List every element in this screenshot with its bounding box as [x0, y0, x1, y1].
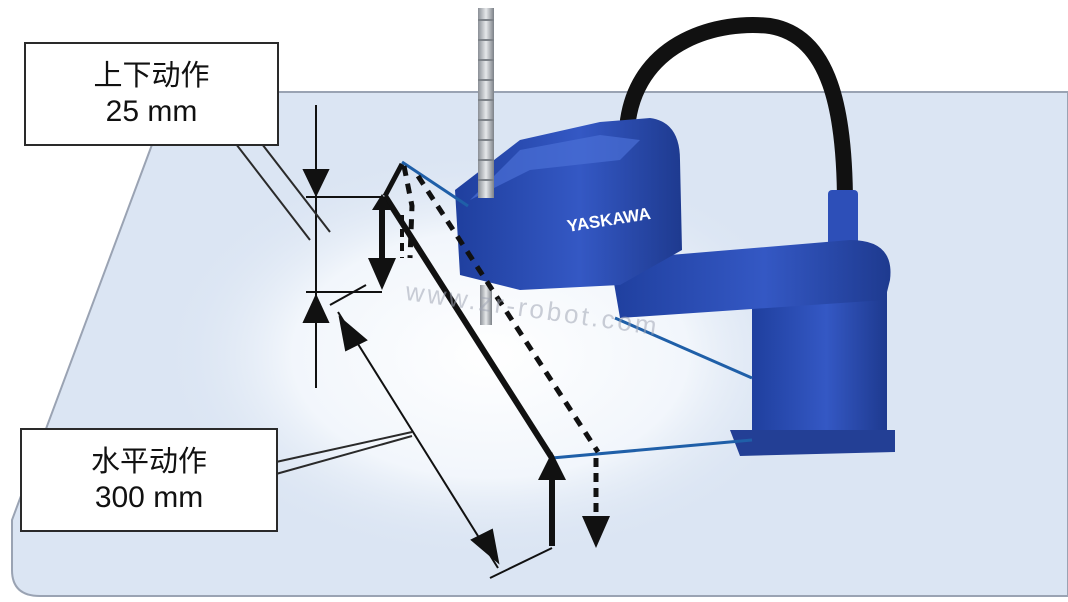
dimension-horizontal-300mm [329, 284, 553, 579]
vertical-motion-arrows-bottom [538, 452, 610, 548]
dimension-vertical-25mm [302, 105, 382, 388]
callout-horizontal-value: 300 mm [94, 481, 204, 515]
vertical-motion-arrows-top [368, 194, 404, 290]
callout-horizontal-motion: 水平动作 300 mm [20, 428, 278, 532]
callout-vertical-title: 上下动作 [93, 58, 210, 93]
robot-cable [620, 17, 853, 213]
callout-horizontal-title: 水平动作 [90, 444, 207, 479]
ball-screw-shaft [478, 8, 494, 325]
horizontal-travel-dashed [401, 165, 601, 454]
callout-leaders [235, 143, 413, 475]
callout-vertical-value: 25 mm [105, 95, 198, 129]
reach-link-lines [401, 160, 753, 460]
robot-arm-1 [610, 240, 891, 318]
callout-vertical-motion: 上下动作 25 mm [24, 42, 279, 146]
chevron-left-icon[interactable] [20, 270, 80, 340]
